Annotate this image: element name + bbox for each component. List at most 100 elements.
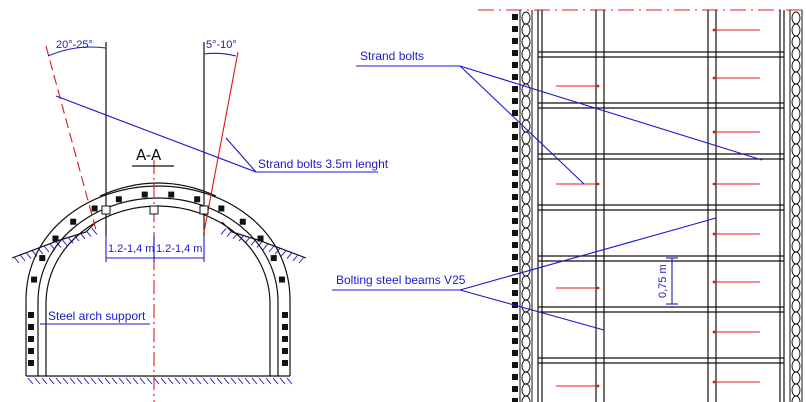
wall-ring [791,203,801,217]
wall-ring [791,323,801,337]
floor-hatch-mark [83,377,90,385]
wall-ring [521,287,531,301]
strand-bolt-markers [556,28,760,388]
wall-ring [791,71,801,85]
floor-hatch-mark [69,377,76,385]
strand-bolt-head [712,380,716,384]
wall-ring [791,335,801,349]
floor-hatch-mark [125,377,132,385]
ground-hatch-mark [292,254,299,262]
floor-hatch-mark [104,377,111,385]
excavation-outline [25,185,291,376]
wall-ring [791,251,801,265]
wall-block [512,38,518,44]
wall-block [512,194,518,200]
ground-hatch-mark [55,241,62,248]
wall-ring [791,23,801,37]
bolt-anchor [101,205,111,215]
wall-block [512,338,518,344]
ground-hatch-mark [220,228,227,235]
floor-hatch-mark [97,377,104,385]
wall-block [512,50,518,56]
floor-hatch-mark [48,377,55,385]
ground-hatch-mark [274,247,281,255]
floor-hatch-mark [244,377,251,385]
beam-spacing-label: 0,75 m [657,264,669,298]
bolt-anchors [101,205,209,215]
wall-ring [521,335,531,349]
angle-arc-right [203,52,237,57]
wall-block [512,362,518,368]
wall-ring [791,347,801,361]
arch-block [218,205,225,212]
wall-ring [521,35,531,49]
wall-ring [791,371,801,385]
wall-ring [521,227,531,241]
wall-block [512,14,518,20]
ground-hatch-mark [91,228,98,235]
floor-hatch-mark [251,377,258,385]
wall-ring [521,383,531,397]
strand-bolt-head [712,330,716,334]
ground-hatch-mark [262,243,269,251]
floor-hatch-mark [188,377,195,385]
ground-hatch-mark [13,256,20,264]
arch-block [141,191,148,198]
wall-ring [521,59,531,73]
wall-block [512,290,518,296]
cross-section: 20°-25° 5°-10° A-A Strand bolts 3.5m len… [11,39,389,402]
ground-hatch-mark [286,252,293,259]
strand-bolt-head [712,280,716,284]
wall-ring [791,143,801,157]
wall-ring [521,311,531,325]
arch-block [282,360,288,366]
wall-block [512,122,518,128]
arch-block [282,312,288,318]
wall-ring [521,323,531,337]
floor-hatch-mark [202,377,209,385]
strand-bolt-head [712,76,716,80]
wall-block [512,86,518,92]
wall-ring [521,347,531,361]
wall-block [512,314,518,320]
floor-hatch-mark [167,377,174,385]
wall-ring [521,299,531,313]
wall-ring [521,263,531,277]
floor-hatch-mark [90,377,97,385]
wall-ring [791,239,801,253]
wall-ring [521,203,531,217]
wall-ring [791,227,801,241]
wall-ring [791,359,801,373]
floor-hatch-mark [209,377,216,385]
wall-ring [791,59,801,73]
arch-block [28,348,34,354]
wall-ring [791,287,801,301]
arch-block [91,205,98,212]
arch-block [52,235,59,242]
wall-ring [521,239,531,253]
floor-hatch-mark [230,377,237,385]
angle-label-left: 20°-25° [56,39,93,51]
strand-bolt-head [596,182,600,186]
bolt-direction-left [45,45,97,231]
plan-view: 0,75 m Strand bolts Bolting steel beams … [332,9,806,402]
left-arch-wall [512,10,533,402]
floor-hatch-mark [258,377,265,385]
strand-bolt-head [712,232,716,236]
floor-hatch-mark [223,377,230,385]
wall-ring [791,95,801,109]
wall-ring [521,71,531,85]
arch-block [28,324,34,330]
wall-block [512,254,518,260]
wall-block [512,206,518,212]
arch-block [278,276,285,283]
arch-block [28,360,34,366]
wall-block [512,230,518,236]
floor-hatch-mark [174,377,181,385]
wall-ring [791,179,801,193]
wall-ring [791,395,801,402]
wall-ring [791,215,801,229]
wall-block [512,62,518,68]
strand-bolt-head [596,384,600,388]
floor-hatch-mark [216,377,223,385]
